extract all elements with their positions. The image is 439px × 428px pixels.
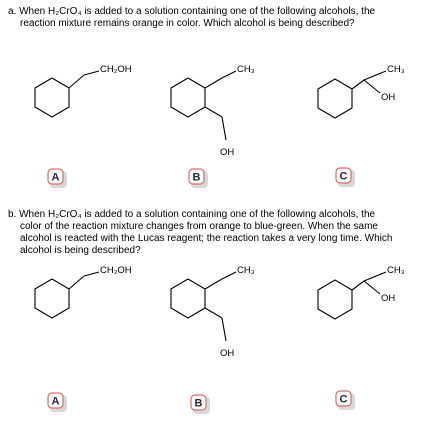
hydroxyl-label: OH (220, 147, 234, 158)
hydroxyl-label: OH (381, 293, 395, 304)
choice-label: A (52, 172, 60, 184)
question-b-line-2: color of the reaction mixture changes fr… (20, 221, 378, 232)
methyl-label: CH₃ (237, 64, 255, 75)
bond (221, 317, 227, 342)
bond (68, 74, 85, 89)
bond (221, 70, 237, 79)
choice-label: B (195, 398, 203, 410)
hydroxyl-label: OH (220, 348, 234, 359)
choice-a-button[interactable]: A (47, 168, 67, 188)
question-b-line-3: alcohol is reacted with the Lucas reagen… (20, 233, 393, 244)
bond (221, 271, 237, 280)
choice-label: C (340, 394, 348, 406)
substituent-label: CH₂OH (100, 64, 132, 75)
methyl-label: CH₃ (387, 64, 405, 75)
structure-c-methylcyclohexanol: CH₃ OH (317, 265, 405, 320)
question-b-line-4: alcohol is being described? (20, 245, 141, 256)
choice-a-button[interactable]: A (47, 392, 67, 412)
cyclohexane-ring (34, 77, 70, 118)
choice-label: B (193, 172, 201, 184)
question-b-text: b. When H₂CrO₄ is added to a solution co… (8, 209, 436, 257)
methyl-label: CH₃ (387, 265, 405, 276)
cyclohexane-ring (317, 78, 353, 119)
bond (363, 79, 381, 94)
structure-b-methylcyclohexanol: CH₃ OH (170, 265, 255, 359)
choice-b-button[interactable]: B (188, 168, 208, 188)
structure-c-methylcyclohexanol: CH₃ OH (317, 64, 405, 119)
cyclohexane-ring (170, 278, 206, 319)
bond (68, 275, 85, 290)
question-a-line-2: reaction mixture remains orange in color… (20, 18, 355, 29)
methyl-label: CH₃ (237, 265, 255, 276)
hydroxyl-label: OH (381, 92, 395, 103)
bond (351, 79, 365, 90)
question-a-text: a. When H₂CrO₄ is added to a solution co… (8, 6, 433, 30)
cyclohexane-ring (317, 279, 353, 320)
choice-label: C (340, 171, 348, 183)
question-a-line-1: a. When H₂CrO₄ is added to a solution co… (8, 6, 376, 17)
structure-a-cyclohexylmethanol: CH₂OH (34, 64, 132, 118)
cyclohexane-ring (34, 278, 70, 319)
bond (204, 278, 223, 290)
bond (351, 280, 365, 291)
structure-b-methylcyclohexanol: CH₃ OH (170, 64, 255, 158)
choice-c-button[interactable]: C (335, 167, 355, 187)
bond (221, 116, 227, 141)
bond (204, 77, 223, 89)
substituent-label: CH₂OH (100, 265, 132, 276)
choice-c-button[interactable]: C (335, 390, 355, 410)
bond (363, 280, 381, 295)
cyclohexane-ring (170, 77, 206, 118)
choice-label: A (52, 396, 60, 408)
structure-a-cyclohexylmethanol: CH₂OH (34, 265, 132, 319)
choice-b-button[interactable]: B (190, 394, 210, 414)
bond (204, 307, 223, 319)
bond (363, 70, 387, 81)
bond (83, 70, 100, 76)
question-b-line-1: b. When H₂CrO₄ is added to a solution co… (8, 209, 376, 220)
bond (83, 271, 100, 277)
bond (204, 106, 223, 118)
bond (363, 271, 387, 282)
